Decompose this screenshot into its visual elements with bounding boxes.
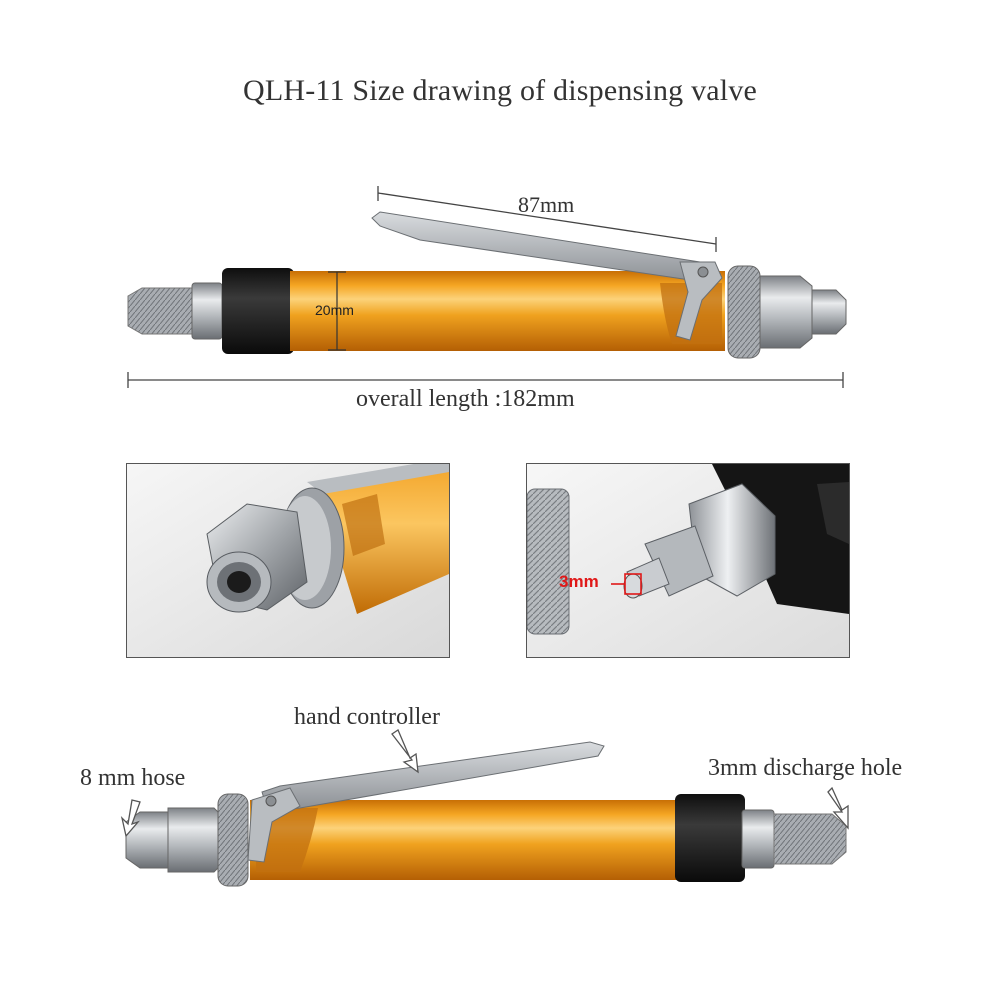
overall-length-line — [127, 372, 844, 388]
diameter-label: 20mm — [315, 302, 354, 318]
discharge-hole-size-label: 3mm — [559, 572, 599, 591]
discharge-hole-arrow — [827, 786, 849, 830]
top-valve-illustration — [127, 211, 847, 359]
discharge-hole-label: 3mm discharge hole — [708, 755, 903, 781]
hose-label: 8 mm hose — [80, 765, 186, 791]
diameter-dimension-line — [328, 271, 346, 351]
discharge-nozzle-closeup-photo: 3mm — [526, 463, 850, 658]
lever-length-label: 87mm — [518, 192, 575, 217]
lever-dimension-line — [377, 186, 717, 252]
hose-fitting-closeup-photo — [126, 463, 450, 658]
hand-controller-label: hand controller — [294, 704, 440, 730]
page-title: QLH-11 Size drawing of dispensing valve — [242, 74, 758, 107]
hand-controller-arrow — [391, 729, 419, 774]
overall-length-label: overall length :182mm — [356, 386, 575, 412]
hose-arrow — [120, 799, 141, 838]
bottom-valve-illustration — [125, 741, 847, 887]
